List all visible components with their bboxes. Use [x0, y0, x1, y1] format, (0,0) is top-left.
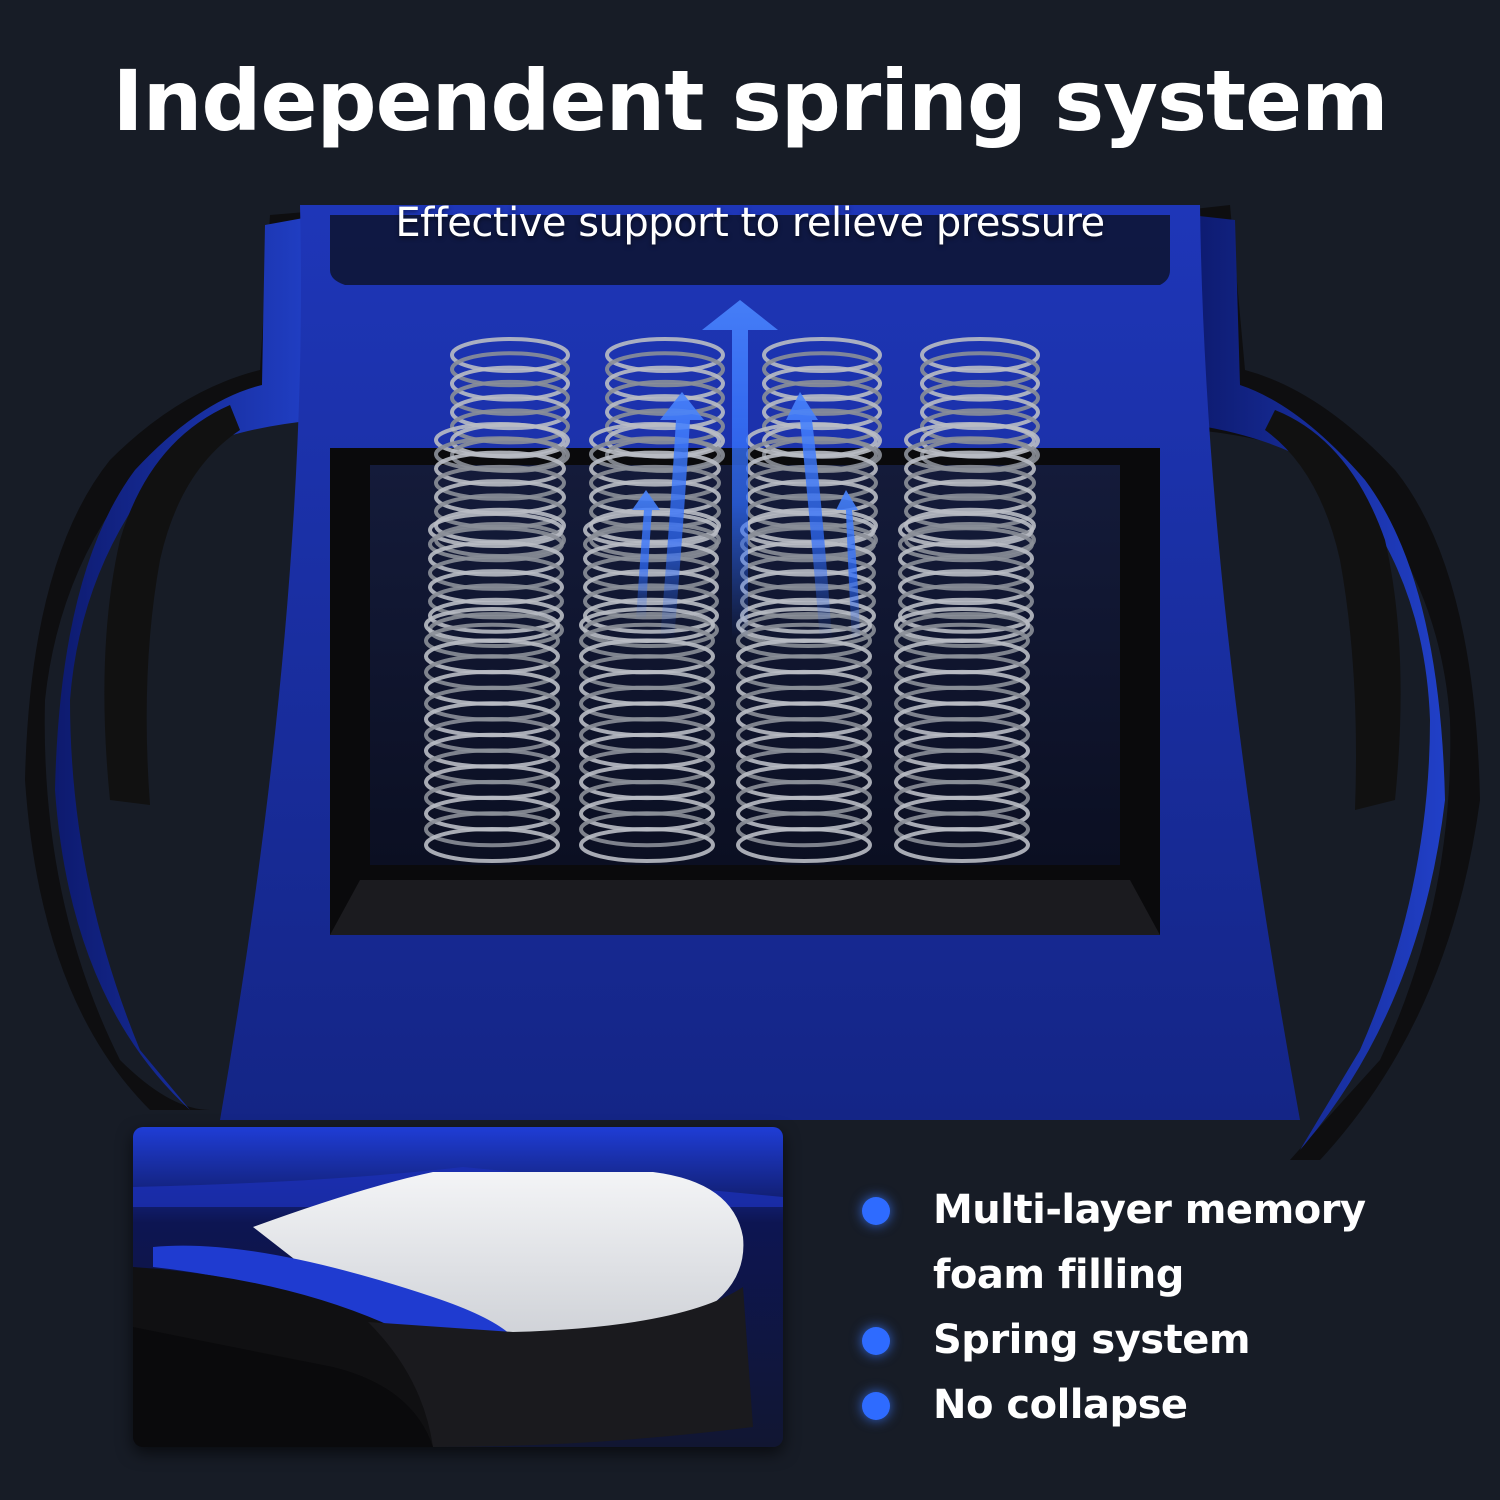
spring-coil — [904, 450, 1036, 487]
spring-coil — [450, 394, 570, 431]
spring-coil — [583, 526, 719, 563]
spring-coil — [583, 583, 719, 620]
spring-coil — [428, 540, 564, 577]
feature-text: No collapse — [933, 1382, 1188, 1428]
spring-coil — [736, 811, 872, 848]
spring-coil — [904, 464, 1036, 501]
foam-inset-image — [133, 1127, 783, 1447]
blue-dot-icon — [862, 1392, 890, 1420]
spring-coil — [434, 436, 566, 473]
spring-coil — [920, 379, 1040, 416]
spring-coil — [579, 811, 715, 848]
feature-item: No collapse — [855, 1373, 1475, 1438]
right-bolster — [1185, 205, 1480, 1160]
spring-coil — [589, 464, 721, 501]
spring-coil — [898, 583, 1034, 620]
subtitle: Effective support to relieve pressure — [395, 200, 1105, 246]
spring-coil — [450, 408, 570, 445]
spring-coil — [898, 597, 1034, 634]
spring-coil — [898, 540, 1034, 577]
feature-item: Multi-layer memory foam filling — [855, 1178, 1475, 1308]
spring-coil — [428, 597, 564, 634]
spring-coil — [428, 512, 564, 548]
spring-coil — [920, 351, 1040, 388]
feature-text: Multi-layer memory foam filling — [933, 1187, 1366, 1298]
spring-coil — [434, 464, 566, 501]
spring-coil — [762, 337, 882, 373]
right-small-arrow-icon — [836, 490, 860, 640]
spring-coil — [583, 569, 719, 606]
spring-coil — [583, 540, 719, 577]
spring-coil — [762, 408, 882, 445]
headline: Independent spring system — [112, 52, 1388, 150]
spring-coil — [904, 436, 1036, 473]
spring-coil — [894, 827, 1030, 863]
foam-cross-section — [133, 1127, 783, 1447]
blue-dot-icon — [862, 1197, 890, 1225]
spring-coil — [450, 351, 570, 388]
feature-text: Spring system — [933, 1317, 1251, 1363]
feature-item: Spring system — [855, 1308, 1475, 1373]
spring-coil — [920, 365, 1040, 402]
spring-coil — [898, 512, 1034, 548]
feature-list: Multi-layer memory foam filling Spring s… — [855, 1178, 1475, 1438]
blue-dot-icon — [862, 1327, 890, 1355]
spring-coil — [428, 569, 564, 606]
spring-coil — [579, 827, 715, 863]
spring-coil — [898, 526, 1034, 563]
center-arrow-icon — [702, 300, 778, 640]
right-arrow-icon — [786, 392, 832, 640]
left-small-arrow-icon — [632, 490, 660, 620]
spring-coil — [736, 827, 872, 863]
spring-coil — [605, 408, 725, 445]
spring-coil — [920, 394, 1040, 431]
spring-coil — [605, 337, 725, 373]
spring-coil — [583, 597, 719, 634]
spring-coil — [762, 351, 882, 388]
spring-coil — [920, 337, 1040, 373]
spring-coil — [583, 554, 719, 591]
spring-coil — [898, 554, 1034, 591]
spring-coil — [434, 422, 566, 458]
spring-coil — [428, 526, 564, 563]
spring-coil — [898, 569, 1034, 606]
spring-coil — [450, 337, 570, 373]
spring-coil — [450, 365, 570, 402]
spring-coil — [424, 811, 560, 848]
spring-coil — [428, 583, 564, 620]
spring-coil — [434, 450, 566, 487]
spring-coil — [589, 436, 721, 473]
spring-coil — [605, 365, 725, 402]
pressure-arrows — [632, 300, 860, 640]
spring-coil — [762, 379, 882, 416]
spring-coil — [424, 827, 560, 863]
spring-coil — [904, 422, 1036, 458]
spring-coil — [762, 394, 882, 431]
spring-coil — [450, 379, 570, 416]
left-bolster — [25, 210, 330, 1110]
spring-coil — [589, 450, 721, 487]
left-arrow-icon — [660, 392, 704, 640]
spring-coil — [920, 408, 1040, 445]
spring-coil — [894, 811, 1030, 848]
spring-coil — [428, 554, 564, 591]
spring-coil — [605, 394, 725, 431]
spring-coil — [605, 351, 725, 388]
spring-coil — [762, 365, 882, 402]
spring-coil — [589, 422, 721, 458]
